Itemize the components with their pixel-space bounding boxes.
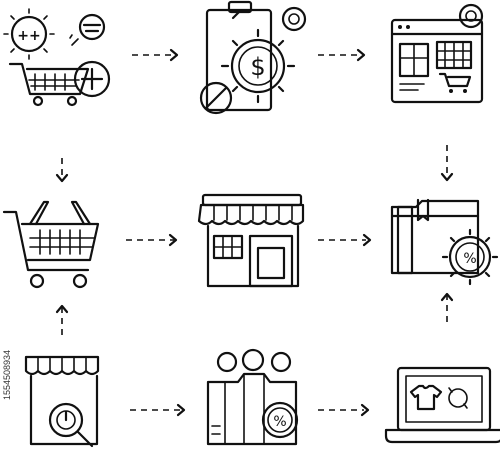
watermark-code: 1554508934 <box>2 349 12 400</box>
shopping-basket-icon <box>2 200 100 289</box>
percent-badge-symbol: % <box>273 414 286 430</box>
people-percent-stand-icon: % <box>206 348 299 446</box>
storefront-icon <box>197 193 305 288</box>
gear-plus-label: ++ <box>17 28 40 44</box>
shopping-cart-plus-icon: ++ <box>3 8 111 107</box>
percent-symbol: % <box>463 251 476 267</box>
dollar-symbol: $ <box>250 53 265 81</box>
laptop-clothing-icon <box>384 366 500 444</box>
store-magnifier-icon <box>24 355 100 448</box>
browser-store-cart-icon <box>390 3 484 104</box>
dollar-gear-clipboard-icon: $ <box>199 0 307 115</box>
folder-percent-gear-icon: % <box>390 198 499 286</box>
